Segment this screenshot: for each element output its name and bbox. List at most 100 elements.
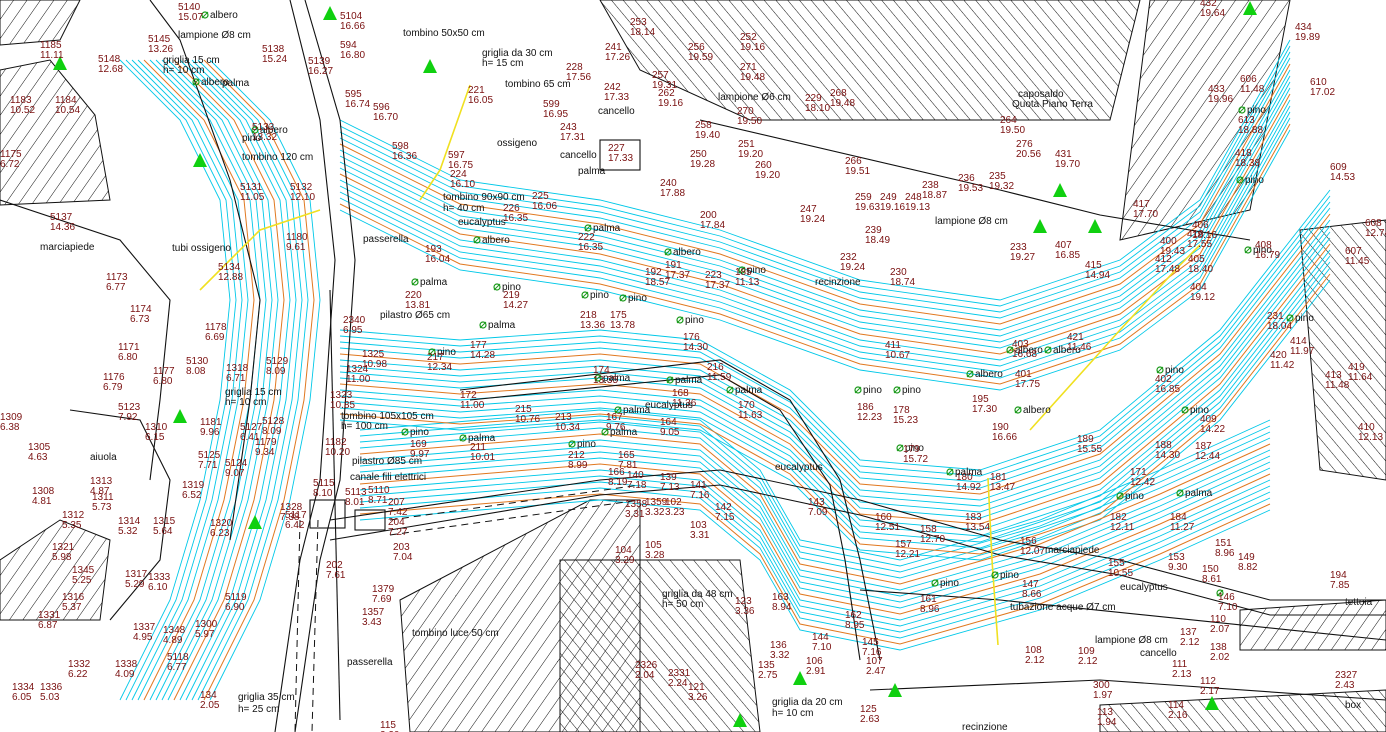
point-id: 5140 — [178, 2, 201, 13]
point-elevation: 16.85 — [1155, 384, 1180, 395]
point-elevation: 7.18 — [627, 480, 647, 491]
point-id: 5128 — [262, 416, 285, 427]
point-id: 404 — [1190, 282, 1207, 293]
point-id: 190 — [992, 422, 1009, 433]
north-arrow-icon — [193, 153, 207, 167]
point-elevation: 4.89 — [163, 635, 183, 646]
point-id: 1379 — [372, 584, 395, 595]
point-elevation: 8.94 — [772, 602, 792, 613]
point-elevation: 4.09 — [115, 669, 135, 680]
tree-symbol — [1216, 589, 1224, 597]
point-id: 1305 — [28, 442, 51, 453]
point-id: 264 — [1000, 115, 1017, 126]
point-id: 176 — [683, 332, 700, 343]
north-arrow-icon — [323, 6, 337, 20]
lbl-lampione-8-left: lampione Ø8 cm — [178, 30, 251, 41]
point-id: 141 — [690, 480, 707, 491]
tree-symbol: pino — [581, 290, 609, 301]
point-elevation: 8.10 — [313, 488, 333, 499]
point-elevation: 11.46 — [1067, 342, 1092, 353]
point-elevation: 17.30 — [972, 404, 997, 415]
point-id: 111 — [1172, 659, 1188, 670]
lbl-lampione-8-right: lampione Ø8 cm — [935, 216, 1008, 227]
point-elevation: 8.09 — [266, 366, 286, 377]
point-id: 413 — [1325, 370, 1342, 381]
point-elevation: 9.61 — [286, 242, 306, 253]
point-elevation: 6.69 — [205, 332, 225, 343]
point-elevation: 10.34 — [555, 422, 580, 433]
point-id: 177 — [470, 340, 487, 351]
point-id: 408 — [1255, 240, 1272, 251]
lbl-h10-bot: h= 10 cm — [772, 708, 813, 719]
point-id: 1336 — [40, 682, 63, 693]
point-id: 1338 — [115, 659, 138, 670]
point-id: 114 — [1168, 700, 1184, 711]
point-id: 5113 — [345, 487, 367, 498]
point-elevation: 18.57 — [645, 277, 670, 288]
point-id: 1309 — [0, 412, 23, 423]
point-elevation: 3.31 — [625, 509, 645, 520]
point-elevation: 15.55 — [1077, 444, 1102, 455]
tree-symbol: pino — [991, 570, 1019, 581]
point-elevation: 2.13 — [1172, 669, 1192, 680]
point-elevation: 11.64 — [1348, 372, 1373, 383]
point-id: 227 — [608, 143, 625, 154]
point-id: 1180 — [286, 232, 308, 243]
tree-type-label: pino — [1000, 570, 1019, 581]
point-elevation: 19.20 — [738, 149, 763, 160]
point-elevation: 14.94 — [1085, 270, 1110, 281]
point-elevation: 6.79 — [103, 382, 123, 393]
tree-symbol: pino — [893, 385, 921, 396]
point-id: 1345 — [72, 565, 95, 576]
point-id: 108 — [1025, 645, 1042, 656]
point-elevation: 12.74 — [1365, 228, 1386, 239]
tree-type-label: albero — [975, 369, 1003, 380]
tree-type-label: albero — [1053, 345, 1081, 356]
point-id: 1319 — [182, 480, 205, 491]
point-elevation: 6.23 — [210, 528, 230, 539]
point-elevation: 5.35 — [62, 520, 82, 531]
point-elevation: 10.55 — [1108, 568, 1133, 579]
point-id: 185 — [735, 267, 752, 278]
point-elevation: 11.48 — [1325, 380, 1350, 391]
point-id: 5125 — [198, 450, 221, 461]
point-elevation: 19.48 — [830, 98, 855, 109]
point-id: 211 — [470, 442, 486, 453]
north-arrow-icon — [53, 56, 67, 70]
point-id: 1171 — [118, 342, 140, 353]
point-elevation: 18.38 — [1235, 158, 1260, 169]
point-elevation: 3.28 — [645, 550, 665, 561]
point-elevation: 15.23 — [893, 415, 918, 426]
tree-symbol: albero — [192, 77, 229, 88]
point-elevation: 3.32 — [770, 650, 790, 661]
point-id: 5137 — [50, 212, 73, 223]
point-elevation: 16.66 — [992, 432, 1017, 443]
point-id: 596 — [373, 102, 390, 113]
